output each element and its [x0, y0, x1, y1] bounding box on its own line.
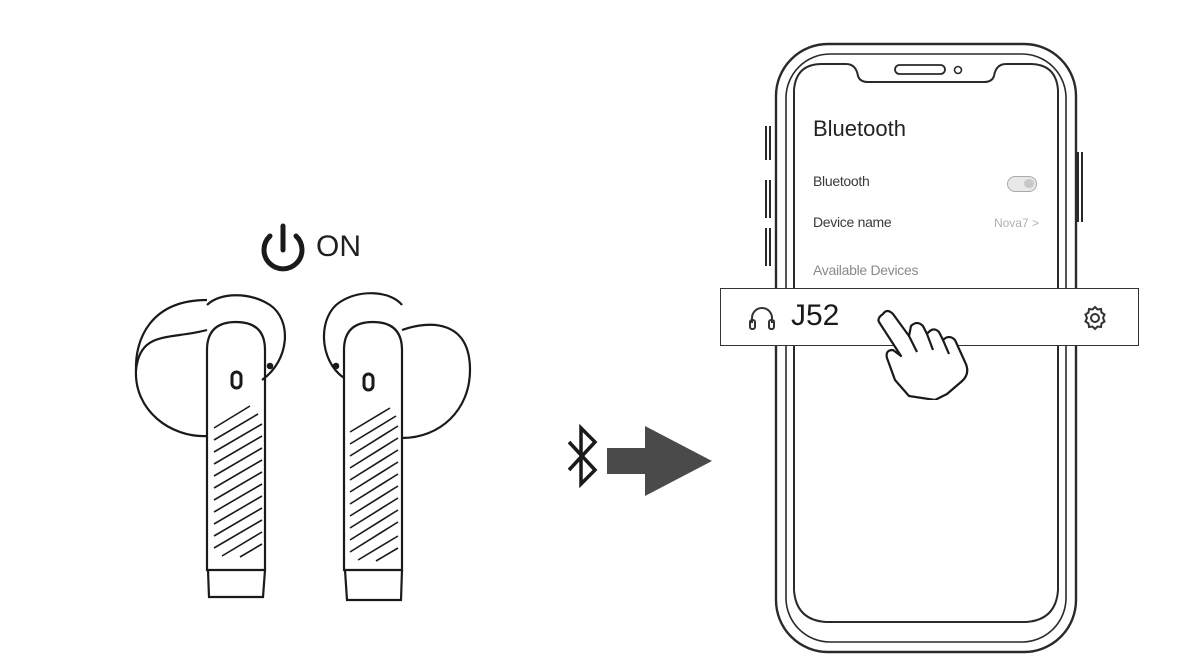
bluetooth-toggle[interactable]	[1007, 176, 1037, 192]
earbuds-illustration	[134, 223, 472, 602]
left-earbud	[134, 294, 287, 599]
device-name-row[interactable]: Device name Nova7 >	[797, 204, 1053, 244]
gear-icon[interactable]	[1082, 305, 1108, 331]
device-list-item-j52[interactable]: J52	[720, 288, 1139, 346]
bluetooth-icon	[567, 423, 598, 489]
power-icon	[261, 223, 305, 272]
right-earbud	[322, 292, 472, 602]
arrow-right-icon	[607, 426, 712, 496]
bluetooth-settings-title: Bluetooth	[813, 116, 906, 141]
available-devices-heading: Available Devices	[813, 262, 919, 278]
headphone-icon	[749, 307, 775, 330]
bluetooth-toggle-row[interactable]: Bluetooth	[797, 163, 1053, 203]
tapping-hand-icon	[877, 309, 969, 400]
bluetooth-pairing-indicator	[567, 423, 712, 496]
device-name-value: Nova7 >	[993, 216, 1039, 230]
smartphone-illustration	[765, 42, 1083, 654]
device-name-label: Device name	[813, 214, 892, 230]
bluetooth-row-label: Bluetooth	[813, 173, 870, 189]
power-on-label: ON	[316, 230, 361, 263]
device-name-j52: J52	[791, 299, 840, 332]
